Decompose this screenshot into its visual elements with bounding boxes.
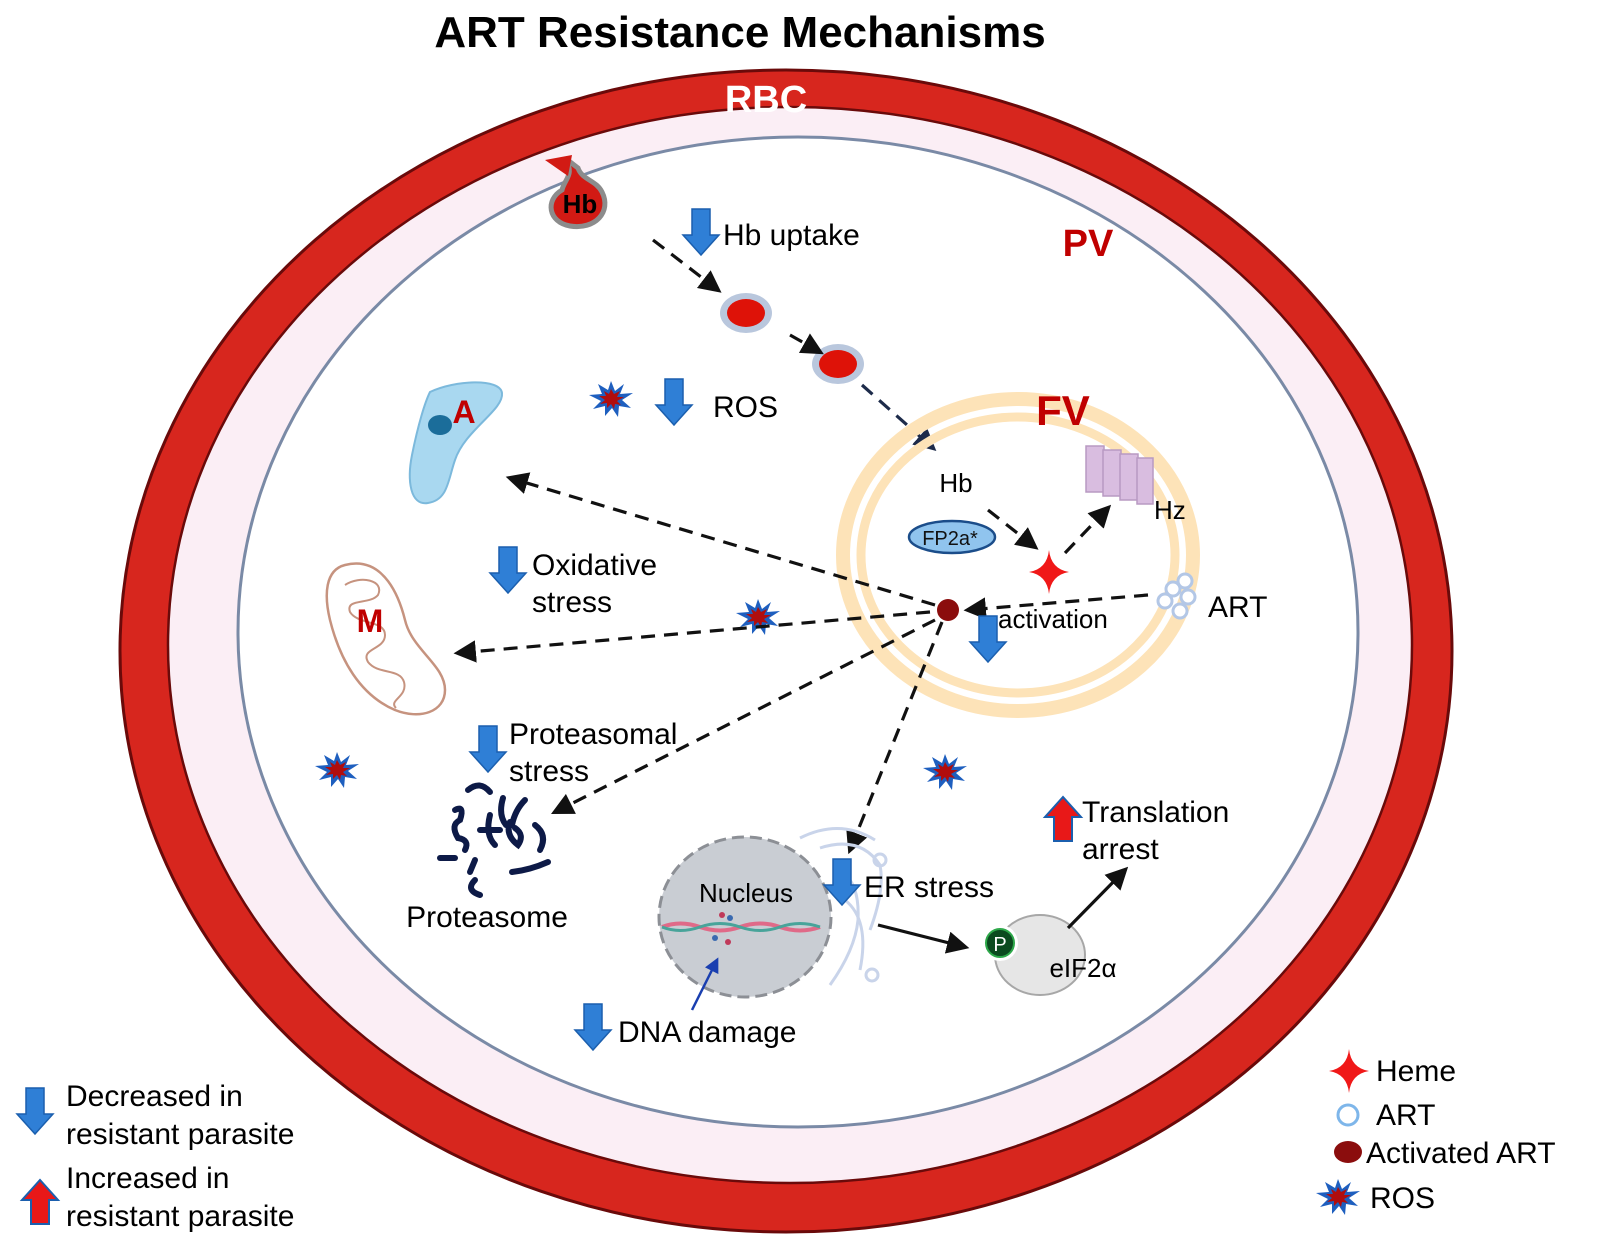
fv-label: FV <box>1036 387 1090 434</box>
legend-activated-art-label: Activated ART <box>1366 1137 1556 1170</box>
legend-activated-art-icon <box>1334 1141 1362 1163</box>
er-to-eif2a-arrow <box>877 923 970 954</box>
ros-label: ROS <box>713 391 778 424</box>
hb-vesicle-label: Hb <box>563 189 598 219</box>
legend-heme-label: Heme <box>1376 1055 1456 1088</box>
art-to-apicoplast-arrow <box>505 472 936 607</box>
hb-transport-vesicle <box>812 344 864 384</box>
apicoplast-label: A <box>452 394 475 430</box>
hb-path-arrow <box>860 383 937 451</box>
dna-damage-pointer-arrow <box>690 957 719 1011</box>
eif2a-protein: P eIF2α <box>982 914 1117 996</box>
pv-label: PV <box>1063 223 1114 265</box>
legend-art-icon <box>1336 1103 1360 1127</box>
legend-decreased-line2: resistant parasite <box>66 1118 294 1151</box>
hb-uptake-label: Hb uptake <box>723 219 860 252</box>
hb-transport-vesicle <box>720 293 772 333</box>
proteasomal-stress-label-line2: stress <box>509 755 589 788</box>
activated-art-icon <box>937 599 959 621</box>
hb-uptake-vesicle: Hb <box>545 155 608 230</box>
art-activation-arrow <box>963 593 1149 620</box>
legend-decreased-line1: Decreased in <box>66 1080 243 1113</box>
diagram-title: ART Resistance Mechanisms <box>434 8 1045 57</box>
eif2a-label: eIF2α <box>1049 953 1116 983</box>
art-to-er-arrow <box>846 621 944 855</box>
oxidative-stress-label-line2: stress <box>532 586 612 619</box>
hemozoin-crystal-icon <box>1085 445 1154 505</box>
hb-path-arrow <box>652 238 722 293</box>
mitochondrion-label: M <box>357 603 384 639</box>
eif2a-to-translation-arrow <box>1066 866 1129 930</box>
parasite-membrane <box>236 135 1360 1129</box>
translation-arrest-label-line1: Translation <box>1082 796 1229 829</box>
art-molecules-icon <box>1156 572 1197 620</box>
fp2a-enzyme: FP2a* <box>907 519 997 555</box>
legend-up-arrow-icon <box>21 1179 59 1225</box>
oxidative-stress-label-line1: Oxidative <box>532 549 657 582</box>
hz-label: Hz <box>1154 495 1186 525</box>
legend-down-arrow-icon <box>16 1087 54 1135</box>
phosphate-label: P <box>993 934 1006 956</box>
art-to-proteasome-arrow <box>551 618 936 815</box>
proteasome-icon <box>437 782 551 898</box>
rbc-label: RBC <box>725 79 807 121</box>
er-stress-label: ER stress <box>864 871 994 904</box>
legend-art-label: ART <box>1376 1099 1435 1132</box>
proteasomal-stress-label-line1: Proteasomal <box>509 718 677 751</box>
hb-to-heme-arrow <box>987 508 1039 550</box>
translation-arrest-label-line2: arrest <box>1082 833 1159 866</box>
legend-symbols: Heme ART Activated ART ROS <box>1316 1049 1556 1215</box>
proteasome-label: Proteasome <box>406 901 568 934</box>
dna-damage-label: DNA damage <box>618 1016 796 1049</box>
food-vacuole <box>836 392 1200 718</box>
art-label: ART <box>1208 591 1267 624</box>
fv-hb-label: Hb <box>939 468 972 498</box>
legend-heme-icon <box>1329 1049 1369 1093</box>
legend-ros-icon <box>1316 1179 1360 1215</box>
legend-increased-line2: resistant parasite <box>66 1200 294 1233</box>
legend-ros-label: ROS <box>1370 1182 1435 1215</box>
legend-effects: Decreased in resistant parasite Increase… <box>16 1080 294 1233</box>
mitochondrion: M <box>325 562 447 716</box>
legend-increased-line1: Increased in <box>66 1162 229 1195</box>
nucleus-label: Nucleus <box>699 878 793 908</box>
heme-to-hz-arrow <box>1063 504 1112 555</box>
activation-label: activation <box>998 604 1108 634</box>
art-to-mitochondrion-arrow <box>453 610 931 663</box>
fp2a-label: FP2a* <box>922 528 978 550</box>
phosphate-icon <box>985 928 1015 958</box>
apicoplast: A <box>408 381 503 505</box>
hb-path-arrow <box>789 333 824 355</box>
nucleus: Nucleus <box>657 835 833 999</box>
